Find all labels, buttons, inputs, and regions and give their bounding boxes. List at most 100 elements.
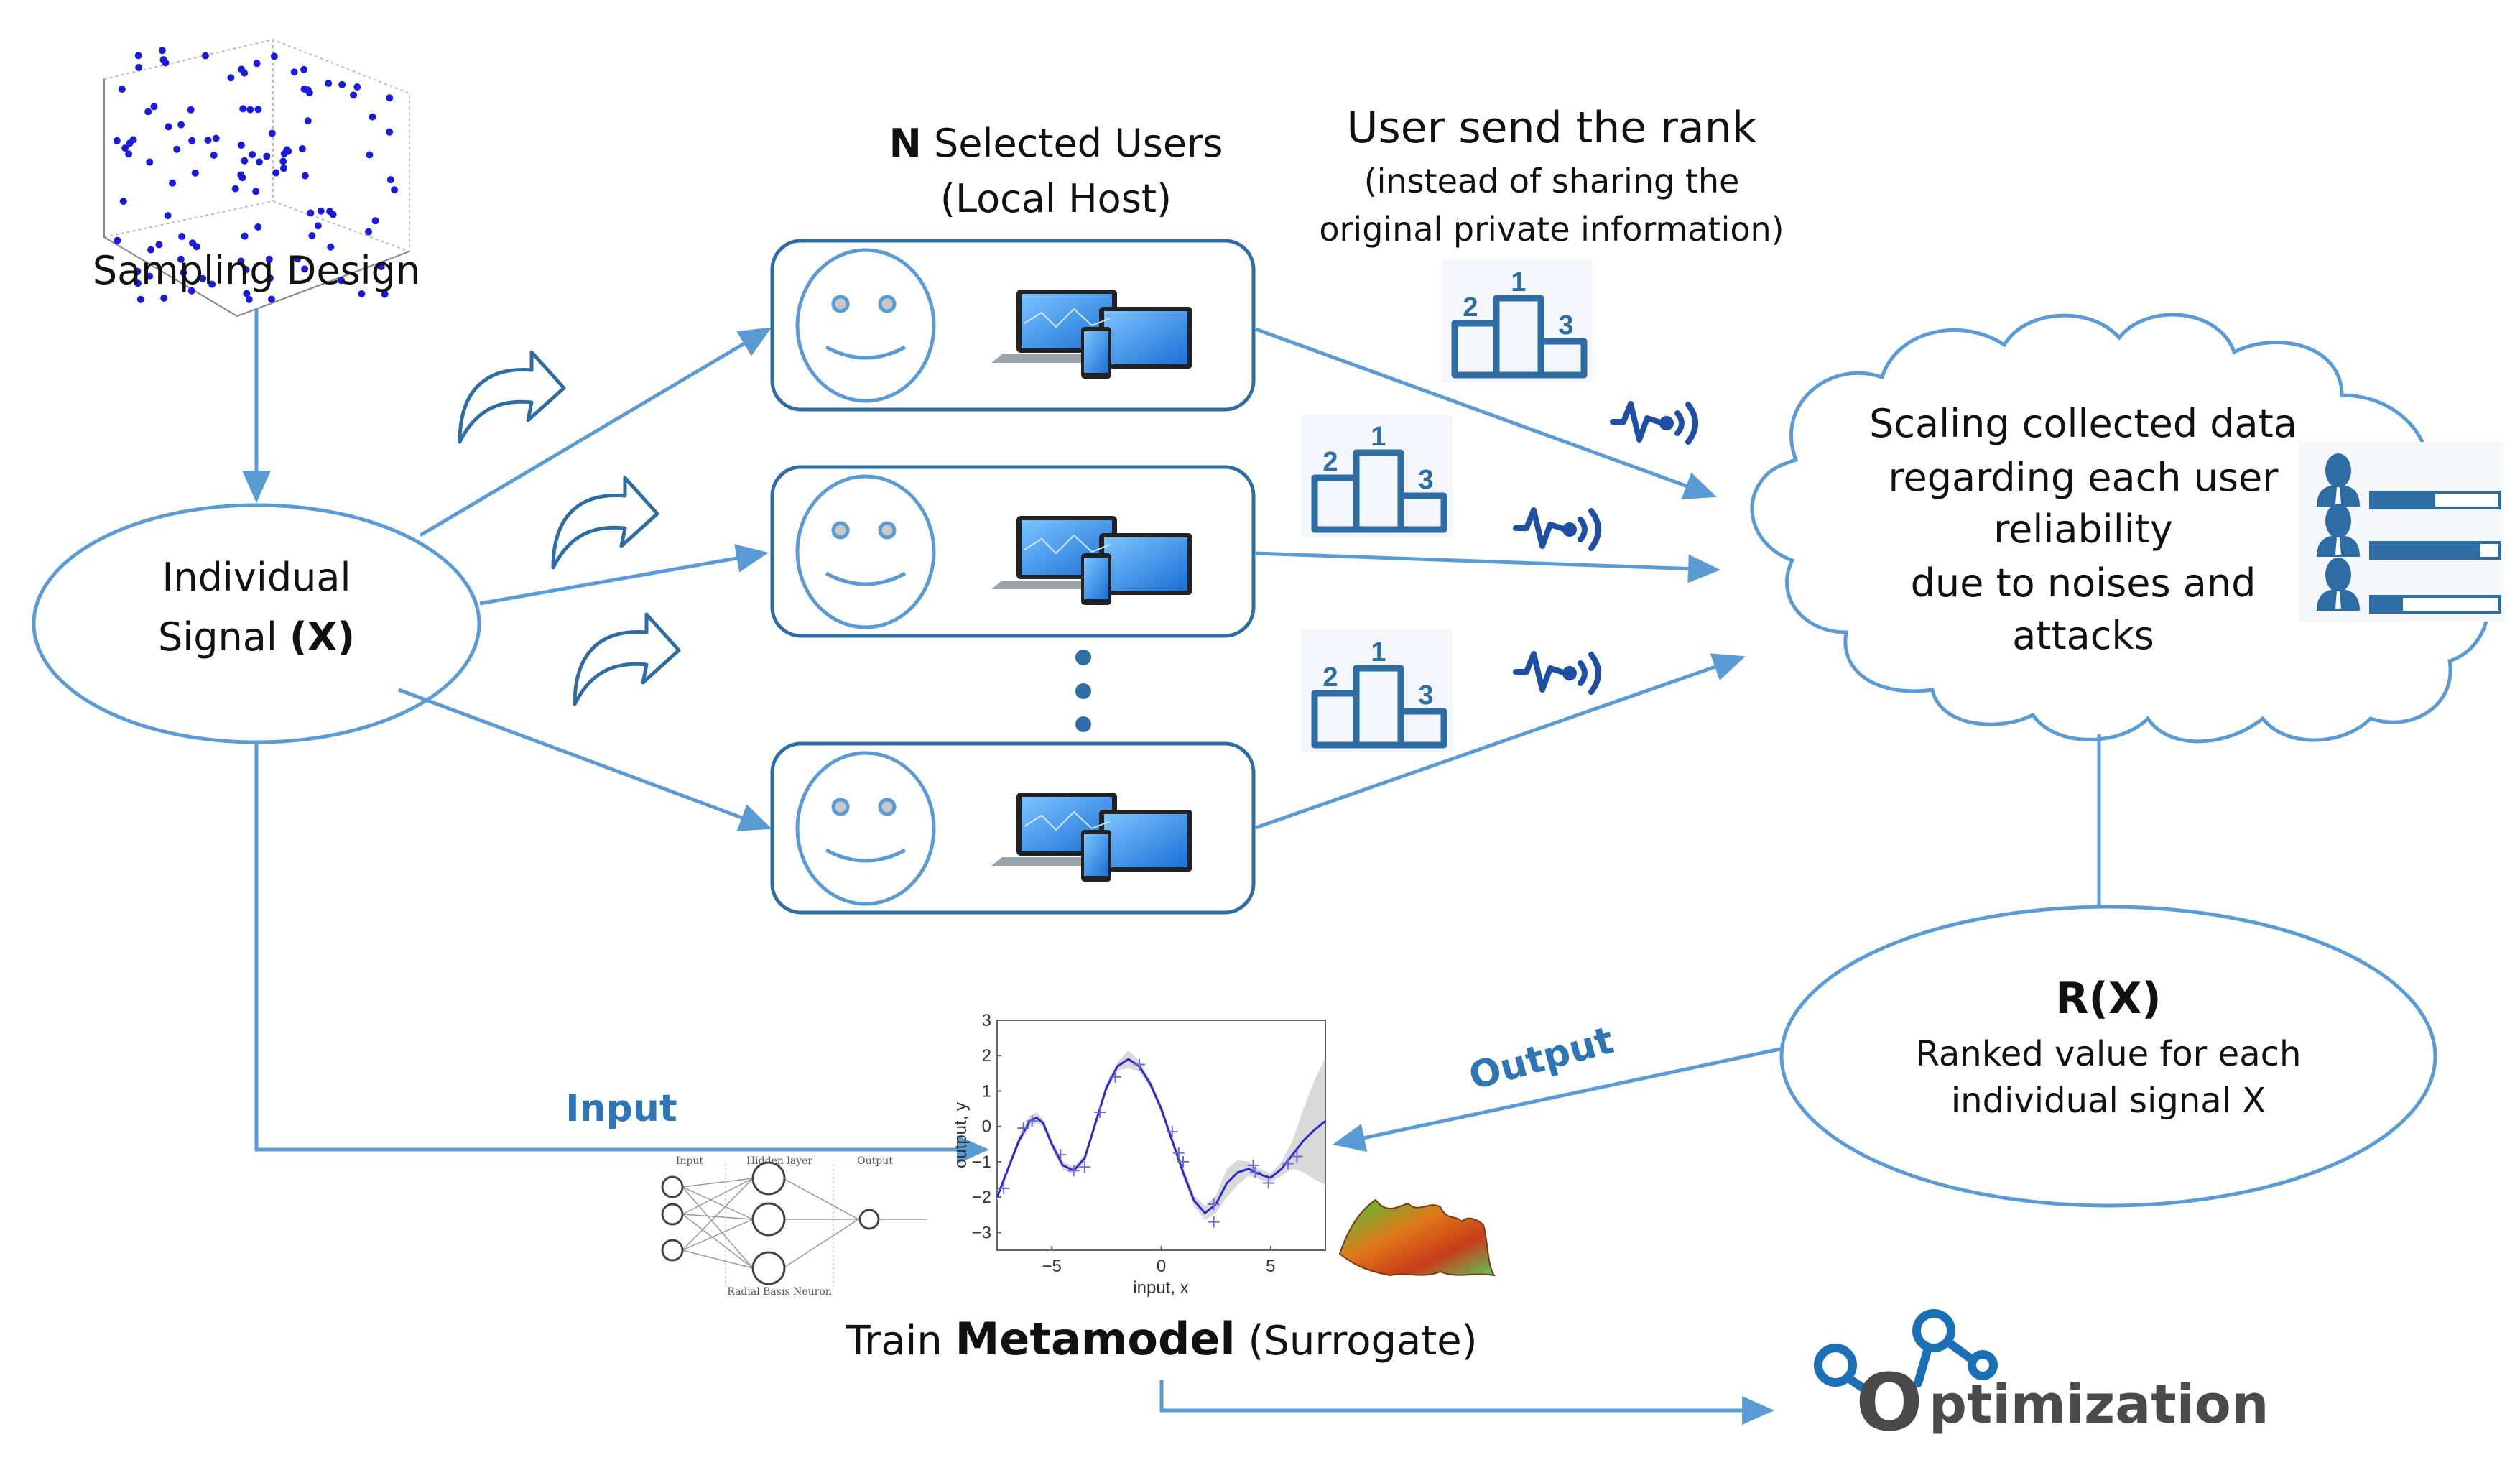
sample-point xyxy=(300,85,308,93)
sample-point xyxy=(301,172,309,180)
cloud-node[interactable] xyxy=(1750,313,2491,744)
sample-point xyxy=(189,239,197,247)
nn-hidden-label: Hidden layer xyxy=(746,1155,812,1167)
arrow-user3-to-cloud xyxy=(1255,653,1746,830)
sample-point xyxy=(307,209,315,217)
cloud-text-line: reliability xyxy=(1993,507,2173,552)
sample-point xyxy=(134,52,142,60)
metamodel-label: Train Metamodel (Surrogate) xyxy=(845,1313,1477,1365)
user-avatar-icon xyxy=(2317,558,2360,611)
user-box[interactable] xyxy=(770,741,1256,915)
sample-point xyxy=(208,280,216,288)
sample-point xyxy=(191,169,199,177)
y-tick-label: 1 xyxy=(982,1081,991,1101)
signal-transmit-icon xyxy=(1513,507,1601,551)
sample-point xyxy=(237,171,245,179)
smiley-face-icon xyxy=(795,751,936,906)
cloud-text-line: attacks xyxy=(2012,613,2154,658)
sample-marker xyxy=(1247,1159,1259,1171)
sampling-design-label: Sampling Design xyxy=(93,248,420,293)
sample-point xyxy=(231,185,239,193)
arrow-signal-to-user-3 xyxy=(398,688,772,831)
sample-point xyxy=(386,176,394,184)
sample-point xyxy=(300,65,307,73)
rank-2-label: 2 xyxy=(1463,292,1478,323)
x-tick-label: −5 xyxy=(1042,1257,1061,1276)
sample-marker xyxy=(1078,1161,1090,1173)
sample-point xyxy=(202,52,209,60)
sample-point xyxy=(164,212,172,220)
sample-point xyxy=(241,157,249,165)
sample-point xyxy=(353,83,361,91)
sample-point xyxy=(125,150,133,158)
arrow-output xyxy=(1333,1047,1781,1152)
sample-marker xyxy=(1094,1106,1106,1118)
signal-transmit-icon xyxy=(1610,401,1698,445)
sample-point xyxy=(314,222,322,230)
sample-point xyxy=(338,80,346,88)
sample-point xyxy=(280,165,287,172)
output-edge-label: Output xyxy=(1465,1019,1618,1099)
signal-line1: Individual xyxy=(162,555,351,600)
sample-point xyxy=(294,255,302,263)
reliability-bar-fill xyxy=(2371,596,2403,612)
ranked-result-node[interactable] xyxy=(1779,905,2437,1208)
sample-point xyxy=(290,68,298,76)
rank-2-label: 2 xyxy=(1322,662,1338,693)
sample-point xyxy=(371,217,379,225)
confidence-band xyxy=(997,1050,1325,1221)
sample-point xyxy=(270,52,278,60)
sample-point xyxy=(134,279,142,287)
sample-point xyxy=(155,241,163,249)
sample-point xyxy=(249,151,256,159)
sample-point xyxy=(305,89,313,96)
sample-point xyxy=(246,106,254,114)
y-tick-label: 3 xyxy=(982,1011,991,1030)
y-tick-label: 2 xyxy=(982,1046,991,1066)
user-reliability-row xyxy=(2317,453,2501,509)
sample-marker xyxy=(998,1182,1010,1194)
sample-point xyxy=(204,137,212,144)
rank-3-label: 3 xyxy=(1418,465,1433,495)
sample-point xyxy=(147,246,154,254)
sample-point xyxy=(298,145,306,152)
user-box[interactable] xyxy=(770,239,1256,412)
nn-output-label: Output xyxy=(857,1155,893,1167)
sample-marker xyxy=(1208,1216,1220,1228)
sample-marker xyxy=(1291,1150,1303,1163)
nn-caption: Radial Basis Neuron xyxy=(727,1286,832,1298)
sample-point xyxy=(187,106,195,114)
signal-line2: Signal (X) xyxy=(158,614,355,660)
mean-line xyxy=(996,1058,1326,1215)
user-box[interactable] xyxy=(770,465,1256,638)
result-line2: individual signal X xyxy=(1951,1081,2266,1121)
sample-point xyxy=(325,80,333,88)
sample-point xyxy=(255,158,263,166)
sample-point xyxy=(173,145,181,153)
rank-sub2: original private information) xyxy=(1319,210,1784,249)
sample-point xyxy=(188,137,196,144)
rank-3-label: 3 xyxy=(1558,310,1573,341)
sample-point xyxy=(121,144,129,152)
sample-point xyxy=(350,91,358,99)
arrow-to-optimization xyxy=(1159,1380,1774,1425)
ranking-podium-icon: 123 xyxy=(1442,260,1593,382)
rank-sub1: (instead of sharing the xyxy=(1364,162,1740,200)
curved-arrow-icon xyxy=(551,476,659,570)
x-axis-label: input, x xyxy=(1133,1278,1188,1298)
sample-point xyxy=(386,128,394,136)
result-line1: Ranked value for each xyxy=(1916,1034,2302,1074)
sample-point xyxy=(210,152,218,159)
nn-input-label: Input xyxy=(676,1155,704,1167)
rank-1-label: 1 xyxy=(1371,422,1386,452)
sample-point xyxy=(279,157,287,165)
magnifier-icon xyxy=(1814,1344,1857,1387)
sample-point xyxy=(159,56,167,64)
optimization-initial: O xyxy=(1856,1357,1923,1449)
sample-marker xyxy=(1017,1122,1029,1135)
arrow-input xyxy=(254,742,989,1164)
rank-2-label: 2 xyxy=(1322,447,1338,477)
cloud-text-line: regarding each user xyxy=(1889,455,2279,500)
user-avatar-icon xyxy=(2317,453,2360,507)
sample-point xyxy=(178,233,186,240)
